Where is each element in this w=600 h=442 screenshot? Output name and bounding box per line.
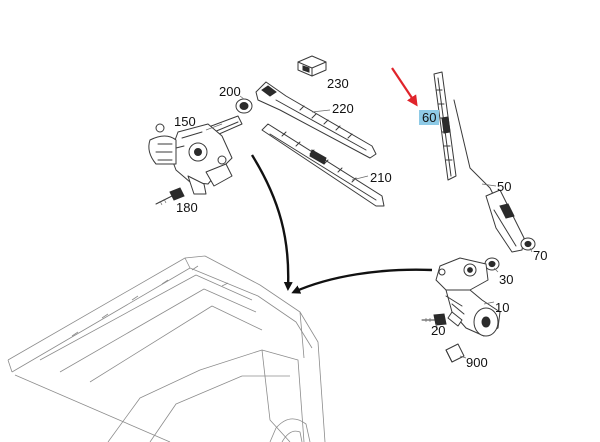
part-30-seal: [484, 257, 500, 271]
label-part-60: 60: [419, 110, 440, 125]
label-part-200: 200: [219, 84, 241, 99]
part-180-bolt: [155, 187, 185, 206]
label-part-50: 50: [497, 179, 512, 194]
leader-lines: [205, 109, 533, 359]
part-210-wiper-blade: [261, 123, 385, 207]
label-part-150: 150: [174, 114, 196, 129]
part-900-connector: [445, 343, 465, 363]
label-part-180: 180: [176, 200, 198, 215]
part-230-clip: [297, 55, 327, 77]
part-50-rear-wiper-arm: [453, 99, 525, 253]
part-10-rear-wiper-motor: [435, 257, 501, 337]
label-part-210: 210: [370, 170, 392, 185]
part-60-rear-wiper-blade: [433, 71, 457, 181]
part-220-wiper-arm: [255, 81, 377, 159]
flow-arrow-front-assembly: [250, 154, 293, 291]
part-150-front-wiper-motor: [148, 115, 243, 195]
part-200-seal: [235, 95, 253, 114]
part-20-bolt: [421, 313, 447, 326]
label-part-230: 230: [327, 76, 349, 91]
label-part-70: 70: [533, 248, 548, 263]
flow-arrow-rear-assembly: [291, 268, 433, 294]
label-part-20: 20: [431, 323, 446, 338]
label-part-30: 30: [499, 272, 514, 287]
label-part-10: 10: [495, 300, 510, 315]
label-part-220: 220: [332, 101, 354, 116]
vehicle-outline: [7, 255, 326, 442]
part-70-cap: [520, 237, 536, 251]
label-part-900: 900: [466, 355, 488, 370]
pointer-arrow: [391, 67, 418, 107]
